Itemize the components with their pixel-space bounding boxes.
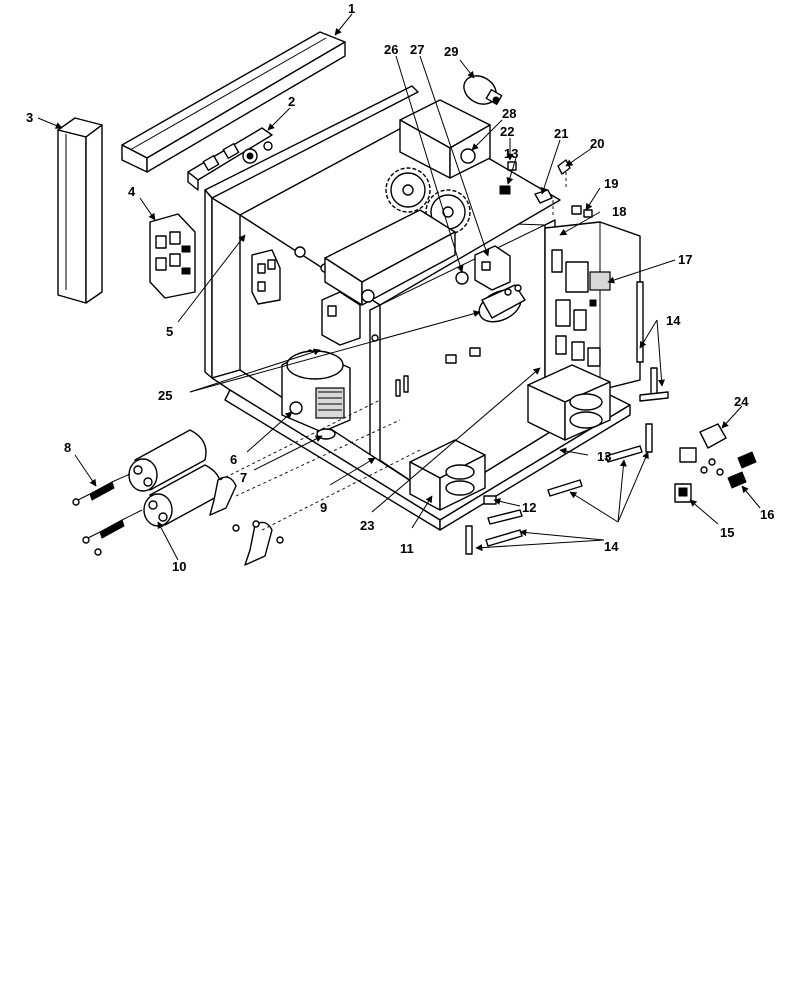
callout-10: 10 xyxy=(172,559,186,574)
callout-19: 19 xyxy=(604,176,618,191)
callout-4: 4 xyxy=(128,184,136,199)
callout-16: 16 xyxy=(760,507,774,522)
callout-9: 9 xyxy=(320,500,327,515)
callout-5: 5 xyxy=(166,324,173,339)
part-capacitors xyxy=(128,429,222,527)
part-transformer-rear xyxy=(527,364,611,441)
mounted-terminal-strip xyxy=(251,249,281,305)
callout-1: 1 xyxy=(348,1,355,16)
callout-29: 29 xyxy=(444,44,458,59)
callout-24: 24 xyxy=(734,394,749,409)
part-terminal-block xyxy=(149,213,196,299)
callout-28: 28 xyxy=(502,106,516,121)
callout-13-upper: 13 xyxy=(504,146,518,161)
callout-17: 17 xyxy=(678,252,692,267)
part-relay-block xyxy=(474,245,511,291)
callout-27: 27 xyxy=(410,42,424,57)
callout-13-lower: 13 xyxy=(597,449,611,464)
callout-20: 20 xyxy=(590,136,604,151)
central-motor-box xyxy=(324,209,456,306)
underdeck-block xyxy=(321,291,361,346)
callout-labels: 1 2 3 4 5 6 7 8 9 10 11 12 13 13 14 14 1… xyxy=(26,1,774,574)
callout-22: 22 xyxy=(500,124,514,139)
callout-7: 7 xyxy=(240,470,247,485)
callout-23: 23 xyxy=(360,518,374,533)
part-lamp-bulb xyxy=(463,75,503,106)
part-side-panel xyxy=(57,117,103,304)
callout-14-lower: 14 xyxy=(604,539,619,554)
callout-6: 6 xyxy=(230,452,237,467)
callout-8: 8 xyxy=(64,440,71,455)
part-spring-leads xyxy=(72,473,143,556)
part-capacitor-straps xyxy=(209,399,421,566)
part-insulation-strips xyxy=(465,281,669,555)
part-plug-connectors xyxy=(674,423,757,503)
part-small-fitting xyxy=(455,271,469,285)
callout-21: 21 xyxy=(554,126,568,141)
part-suspended-capacitor xyxy=(478,284,526,323)
callout-3: 3 xyxy=(26,110,33,125)
part-fan-motor xyxy=(281,349,351,433)
part-circuit-board xyxy=(544,221,641,396)
callout-25: 25 xyxy=(158,388,172,403)
callout-18: 18 xyxy=(612,204,626,219)
part-small-fasteners xyxy=(499,159,593,218)
callout-14-right: 14 xyxy=(666,313,681,328)
callout-15: 15 xyxy=(720,525,734,540)
callout-12: 12 xyxy=(522,500,536,515)
callout-11: 11 xyxy=(400,541,414,556)
part-transformer-front xyxy=(409,439,486,511)
callout-26: 26 xyxy=(384,42,398,57)
part-control-strip xyxy=(187,127,273,191)
part-housing-box xyxy=(399,99,491,179)
part-top-cover-rail xyxy=(121,31,346,173)
leader-lines xyxy=(37,13,761,561)
callout-2: 2 xyxy=(288,94,295,109)
